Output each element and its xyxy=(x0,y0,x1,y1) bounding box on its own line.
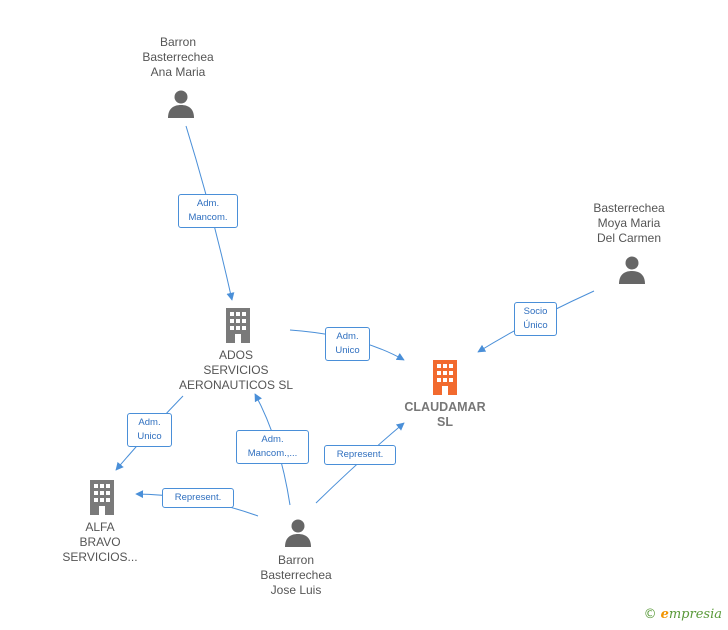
edge-label-jose-to-ados[interactable]: Adm. Mancom.,... xyxy=(236,430,309,464)
person-icon xyxy=(285,519,311,547)
edge-label-ados-to-alfa[interactable]: Adm. Unico xyxy=(127,413,172,447)
edge-label-ana-to-ados[interactable]: Adm. Mancom. xyxy=(178,194,238,228)
node-label-ana-maria[interactable]: Barron Basterrechea Ana Maria xyxy=(142,35,214,79)
edge-label-ados-to-claudamar[interactable]: Adm. Unico xyxy=(325,327,370,361)
building-icon xyxy=(433,360,457,395)
node-label-claudamar[interactable]: CLAUDAMAR SL xyxy=(404,400,486,429)
edge-label-moya-to-claudamar[interactable]: Socio Único xyxy=(514,302,557,336)
empresia-logo[interactable]: ©empresia xyxy=(644,607,722,622)
person-icon xyxy=(619,256,645,284)
brand-name: mpresia xyxy=(668,607,722,622)
brand-initial: e xyxy=(660,607,669,622)
edge-label-jose-to-claudamar[interactable]: Represent. xyxy=(324,445,396,465)
node-label-moya-maria[interactable]: Basterrechea Moya Maria Del Carmen xyxy=(593,201,665,245)
person-icon xyxy=(168,90,194,118)
building-icon xyxy=(90,480,114,515)
copyright-symbol: © xyxy=(643,607,657,622)
node-label-alfa[interactable]: ALFA BRAVO SERVICIOS... xyxy=(62,520,138,564)
building-icon xyxy=(226,308,250,343)
node-label-ados[interactable]: ADOS SERVICIOS AERONAUTICOS SL xyxy=(178,348,294,392)
edge-label-jose-to-alfa[interactable]: Represent. xyxy=(162,488,234,508)
node-label-jose-luis[interactable]: Barron Basterrechea Jose Luis xyxy=(260,553,332,597)
